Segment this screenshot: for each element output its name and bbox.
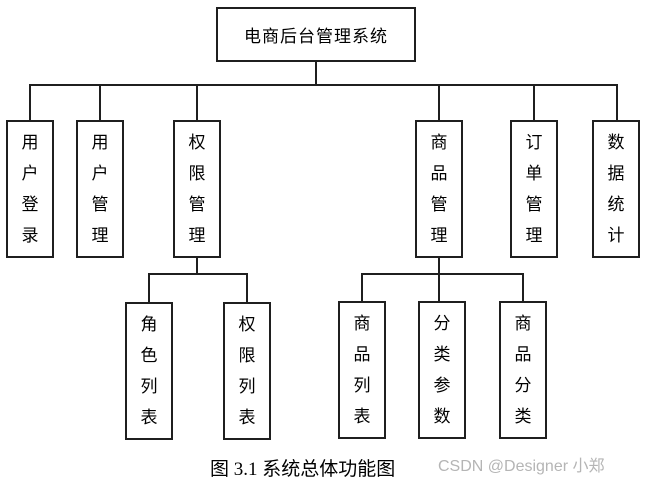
connector-level2-bus [29,84,618,86]
figure-caption: 图 3.1 系统总体功能图 [210,459,396,480]
node-user-login-label: 用户登录 [21,133,39,245]
node-data-statistics: 数据统计 [592,120,640,258]
node-role-list: 角色列表 [125,302,173,440]
node-user-login: 用户登录 [6,120,54,258]
node-permission-management-label: 权限管理 [188,133,206,245]
connector-drop-user-management [99,84,101,120]
node-user-management-label: 用户管理 [91,133,109,245]
node-user-management: 用户管理 [76,120,124,258]
connector-product-bus [361,273,524,275]
node-role-list-label: 角色列表 [140,315,158,427]
node-data-statistics-label: 数据统计 [607,133,625,245]
connector-drop-category-params [438,273,440,301]
node-product-management-label: 商品管理 [430,133,448,245]
node-order-management: 订单管理 [510,120,558,258]
node-product-management: 商品管理 [415,120,463,258]
connector-drop-permission-list [246,273,248,302]
connector-drop-role-list [148,273,150,302]
connector-drop-product-management [438,84,440,120]
csdn-watermark: CSDN @Designer 小郑 [438,458,605,475]
node-category-params: 分类参数 [418,301,466,439]
node-order-management-label: 订单管理 [525,133,543,245]
connector-permission-stem [196,258,198,273]
node-category-params-label: 分类参数 [433,314,451,426]
connector-drop-order-management [533,84,535,120]
connector-drop-data-statistics [616,84,618,120]
node-root-system: 电商后台管理系统 [216,7,416,62]
connector-drop-product-category [522,273,524,301]
node-product-category-label: 商品分类 [514,314,532,426]
node-product-category: 商品分类 [499,301,547,439]
connector-drop-user-login [29,84,31,120]
node-product-list-label: 商品列表 [353,314,371,426]
connector-root-stem [315,62,317,84]
node-permission-list: 权限列表 [223,302,271,440]
node-permission-management: 权限管理 [173,120,221,258]
connector-drop-product-list [361,273,363,301]
node-permission-list-label: 权限列表 [238,315,256,427]
node-product-list: 商品列表 [338,301,386,439]
node-root-label: 电商后台管理系统 [244,27,388,46]
connector-product-stem [438,258,440,273]
connector-permission-bus [148,273,248,275]
connector-drop-permission-management [196,84,198,120]
